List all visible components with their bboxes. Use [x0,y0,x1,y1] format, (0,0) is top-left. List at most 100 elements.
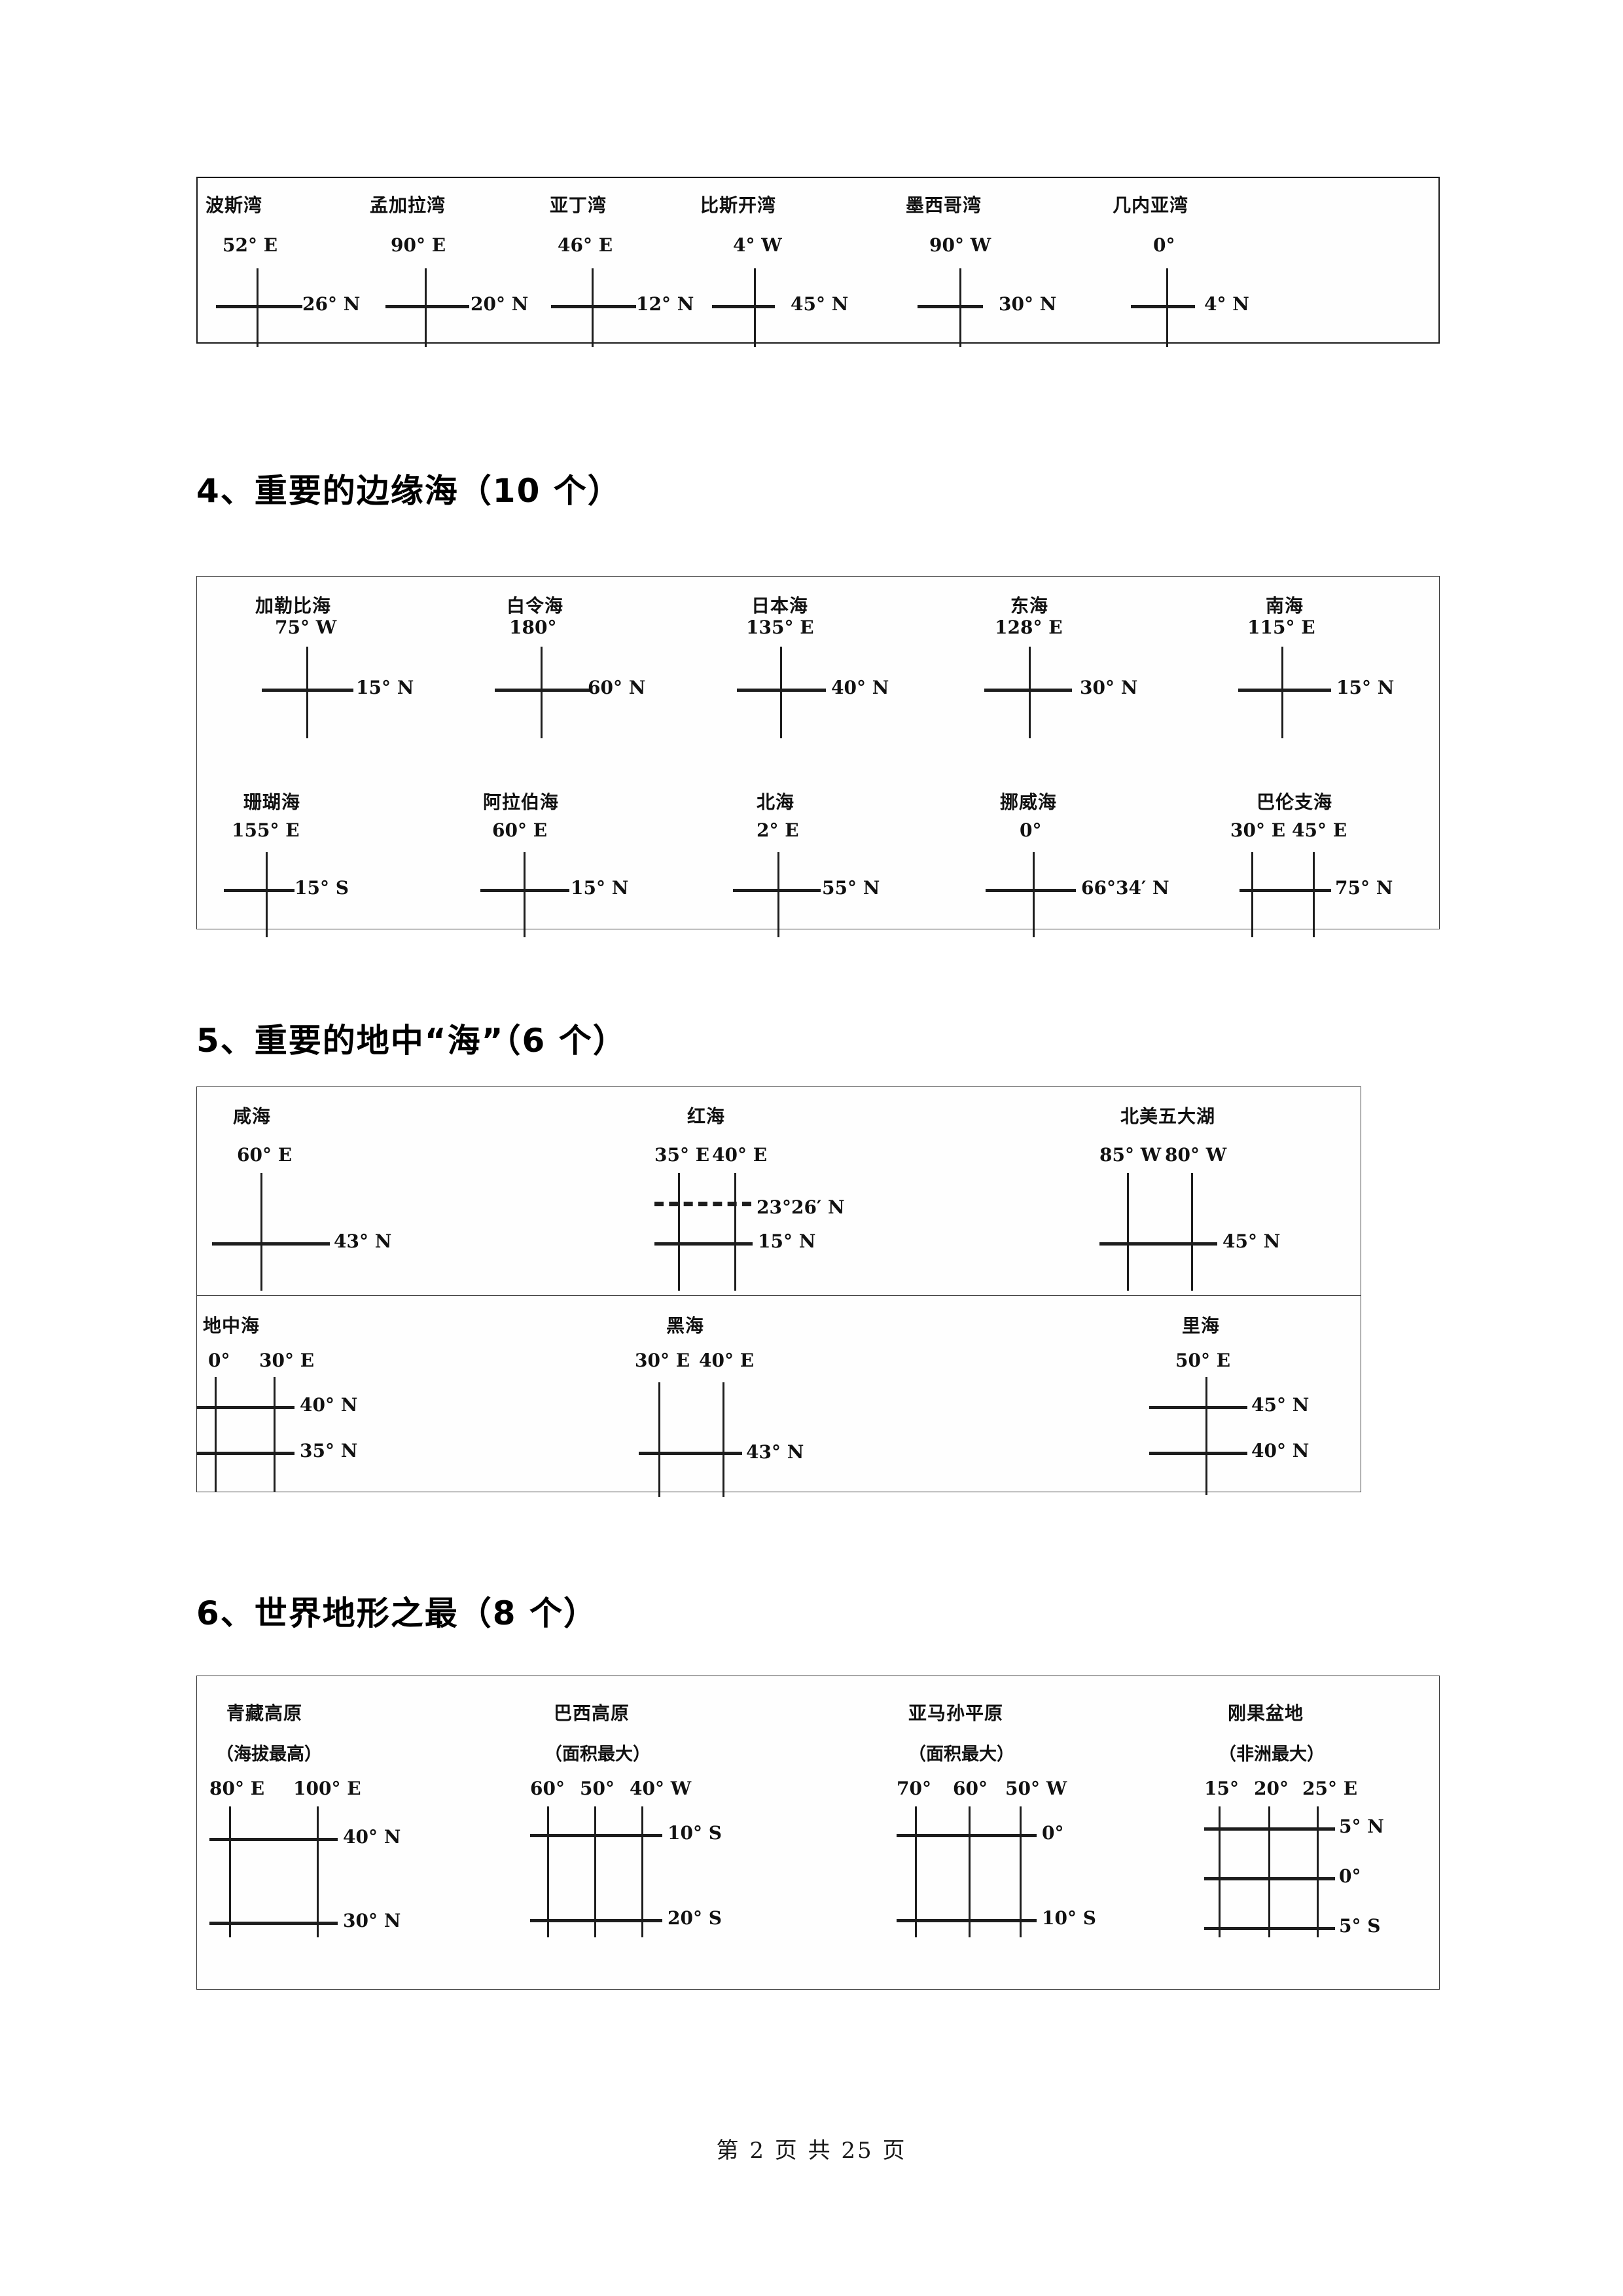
latitude-label: 4° N [1204,293,1249,315]
meridian-line [1281,647,1283,738]
longitude-label-1: 70° [897,1778,931,1799]
latitude-label-1: 10° S [668,1822,722,1844]
longitude-label-1: 60° [530,1778,565,1799]
parallel-line [654,1242,753,1246]
longitude-label: 60° E [237,1144,293,1166]
cell-subtitle: （海拔最高） [216,1744,322,1765]
latitude-label: 12° N [636,293,694,315]
meridian-line-2 [1268,1806,1270,1937]
parallel-line-1 [196,1406,294,1409]
longitude-label-1: 15° [1204,1778,1239,1799]
latitude-label-1: 23°26′ N [757,1196,845,1218]
cell-title: 南海 [1266,595,1304,617]
meridian-line [777,852,779,937]
latitude-label-2: 20° S [668,1907,722,1929]
longitude-label-2: 100° E [293,1778,361,1799]
meridian-line-2 [594,1806,596,1937]
meridian-line [260,1173,262,1291]
cell-title: 巴伦支海 [1257,791,1333,813]
cell-title: 红海 [687,1105,726,1127]
cell-title: 巴西高原 [554,1702,630,1724]
latitude-label: 60° N [588,677,646,698]
parallel-line [712,305,775,308]
parallel-line [918,305,983,308]
longitude-label-2: 40° E [712,1144,768,1166]
cell-title: 珊瑚海 [243,791,301,813]
parallel-line [1131,305,1195,308]
parallel-line [984,689,1072,692]
meridian-line-2 [1191,1173,1193,1291]
cell-title: 黑海 [666,1315,705,1336]
parallel-line-1 [897,1834,1037,1837]
figure-box-bays [196,177,1440,344]
meridian-line [1205,1377,1207,1495]
latitude-label: 40° N [831,677,889,698]
parallel-line [639,1452,742,1455]
parallel-line [1099,1242,1217,1246]
meridian-line [780,647,782,738]
longitude-label-1: 30° E [1230,819,1286,841]
longitude-label-2: 45° E [1292,819,1347,841]
figure-box-mediterranean-seas-top [196,1086,1361,1296]
meridian-line-2 [1313,852,1315,937]
parallel-line [551,305,636,308]
longitude-label: 155° E [232,819,300,841]
longitude-label: 46° E [558,234,613,256]
latitude-label-2: 35° N [300,1440,358,1462]
page-footer: 第 2 页 共 25 页 [716,2138,907,2164]
parallel-line [385,305,469,308]
cell-title: 白令海 [507,595,564,617]
latitude-label: 15° N [1336,677,1395,698]
cell-title: 亚马孙平原 [908,1702,1004,1724]
section-heading-6: 6、世界地形之最（8 个） [196,1594,597,1632]
parallel-line-3 [1204,1927,1335,1930]
longitude-label: 90° W [929,234,991,256]
cell-title: 波斯湾 [205,194,263,216]
longitude-label: 0° [1153,234,1175,256]
meridian-line-2 [734,1173,736,1291]
latitude-label: 43° N [334,1230,392,1252]
parallel-line-1 [530,1834,662,1837]
longitude-label: 50° E [1175,1350,1231,1371]
meridian-line-2 [722,1382,724,1497]
cell-title: 孟加拉湾 [370,194,446,216]
cell-title: 阿拉伯海 [483,791,560,813]
longitude-label: 52° E [223,234,278,256]
section-heading-5: 5、重要的地中“海”（6 个） [196,1022,627,1060]
figure-box-landform-extremes [196,1676,1440,1990]
meridian-line-3 [1020,1806,1022,1937]
meridian-line [524,852,526,937]
figure-box-mediterranean-seas-bottom [196,1296,1361,1492]
longitude-label: 4° W [733,234,782,256]
latitude-label: 30° N [999,293,1057,315]
parallel-line [1240,889,1331,892]
parallel-line-2 [897,1919,1037,1922]
parallel-line [216,305,302,308]
latitude-label-1: 40° N [300,1394,358,1416]
meridian-line-2 [274,1377,276,1492]
latitude-label: 26° N [302,293,361,315]
cell-title: 加勒比海 [255,595,332,617]
cell-title: 比斯开湾 [700,194,777,216]
cell-subtitle: （非洲最大） [1219,1744,1325,1765]
longitude-label: 90° E [391,234,446,256]
longitude-label-3: 50° W [1005,1778,1067,1799]
cell-title: 挪威海 [1000,791,1058,813]
parallel-line [212,1242,330,1246]
parallel-line-1 [209,1838,338,1841]
parallel-line-1 [1149,1406,1247,1409]
parallel-line-1 [1204,1827,1335,1831]
parallel-line-2 [209,1922,338,1925]
longitude-label: 2° E [757,819,799,841]
cell-title: 刚果盆地 [1228,1702,1304,1724]
parallel-line-2 [196,1452,294,1455]
meridian-line-1 [229,1806,231,1937]
longitude-label-2: 30° E [259,1350,315,1371]
meridian-line-1 [915,1806,917,1937]
longitude-label: 128° E [995,617,1063,638]
latitude-label-1: 40° N [343,1826,401,1848]
meridian-line-1 [658,1382,660,1497]
latitude-label: 66°34′ N [1081,877,1169,899]
longitude-label-1: 80° E [209,1778,265,1799]
parallel-line [495,689,590,692]
